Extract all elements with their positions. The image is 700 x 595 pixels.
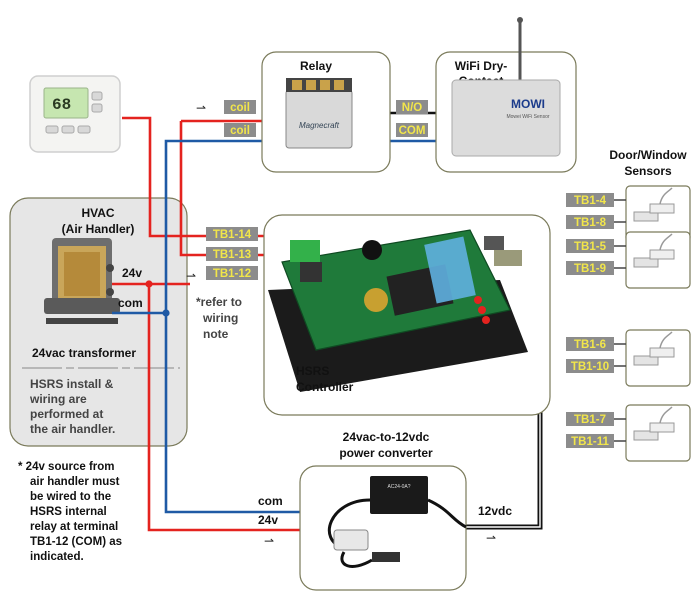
sensor-terminal-tag [566, 239, 614, 253]
footnote-line5: relay at terminal [30, 521, 118, 533]
svg-text:coil: coil [230, 102, 250, 114]
footnote-line7: indicated. [30, 551, 84, 563]
sensor-magnet [633, 430, 659, 441]
sensor-lead [659, 406, 673, 424]
sensor-terminal-label: TB1-8 [574, 217, 607, 229]
sensor-terminal-label: TB1-4 [574, 195, 607, 207]
hvac-note-line2: wiring are [29, 392, 87, 406]
converter-module-label: AC24-0A? [387, 484, 410, 490]
converter-title-line2: power converter [339, 446, 433, 460]
transformer-label: 24vac transformer [32, 346, 136, 360]
refer-note-line1: *refer to [196, 295, 242, 309]
sensor-groups: TB1-4TB1-8TB1-5TB1-9TB1-6TB1-10TB1-7TB1-… [566, 185, 691, 462]
arrow-24v: ⇀ [264, 534, 274, 548]
wifi-device: MOWI Mowei WiFi Sensor [451, 17, 561, 157]
tag-com: COM [396, 123, 428, 137]
sensor-magnet [633, 211, 659, 222]
sensor-lead [659, 233, 673, 251]
wire-label-24v: 24v [122, 266, 142, 280]
relay-device: Magnecraft [285, 78, 353, 149]
footnote-line1: * 24v source from [18, 461, 115, 473]
hvac-note-line1: HSRS install & [30, 377, 114, 391]
wifi-brand-sub: Mowei WiFi Sensor [506, 114, 549, 120]
sensor-magnet [633, 257, 659, 268]
sensor-lead [659, 187, 673, 205]
hvac-note-line4: the air handler. [30, 422, 115, 436]
sensor-switch [649, 249, 675, 260]
converter-com-label: com [258, 494, 283, 508]
sensor-terminal-tag [566, 434, 614, 448]
sensor-terminal-label: TB1-5 [574, 241, 607, 253]
svg-text:COM: COM [399, 125, 426, 137]
sensor-terminal-label: TB1-11 [571, 436, 609, 448]
relay-brand: Magnecraft [299, 121, 340, 130]
controller-title-line2: Controller [296, 380, 354, 394]
thermostat-display: 68 [52, 96, 71, 114]
sensor-terminal-tag [566, 261, 614, 275]
sensor-terminal-label: TB1-9 [574, 263, 606, 275]
tag-coil-bottom: coil [224, 123, 256, 137]
sensor-terminal-tag [566, 337, 614, 351]
refer-note-line3: note [203, 327, 229, 341]
controller-device [268, 229, 528, 392]
sensor-switch [649, 203, 675, 214]
tag-coil-top: coil [224, 100, 256, 114]
hvac-subtitle: (Air Handler) [62, 222, 135, 236]
sensor-terminal-tag [566, 193, 614, 207]
converter-title-line1: 24vac-to-12vdc [343, 430, 430, 444]
footnote-line2: air handler must [30, 476, 120, 488]
wire-label-com: com [118, 296, 143, 310]
arrow-coil: ⇀ [196, 101, 206, 115]
junction-24v [145, 280, 153, 288]
sensor-switch [649, 347, 675, 358]
junction-com [162, 309, 170, 317]
footnote-line4: HSRS internal [30, 506, 107, 518]
svg-text:TB1-14: TB1-14 [213, 229, 252, 241]
hvac-title: HVAC [81, 206, 114, 220]
blue-wire-com [112, 311, 300, 514]
sensor-switch [649, 422, 675, 433]
tag-tb1-14: TB1-14 [206, 227, 258, 241]
sensor-lead [659, 331, 673, 349]
wifi-title-line1: WiFi Dry- [455, 59, 508, 73]
tag-tb1-13: TB1-13 [206, 247, 258, 261]
footnote-line3: be wired to the [30, 491, 111, 503]
sensors-title-line2: Sensors [624, 164, 672, 178]
tag-no: N/O [396, 100, 428, 114]
sensor-terminal-tag [566, 359, 614, 373]
controller-title-line1: HSRS [296, 364, 329, 378]
transformer [44, 238, 120, 324]
converter-device: AC24-0A? [327, 476, 467, 568]
arrow-12vdc: ⇀ [486, 531, 496, 545]
refer-note-line2: wiring [202, 311, 238, 325]
sensor-terminal-tag [566, 412, 614, 426]
sensor-terminal-tag [566, 215, 614, 229]
red-wire-24v [112, 282, 300, 532]
converter-24v-label: 24v [258, 513, 278, 527]
sensor-terminal-label: TB1-6 [574, 339, 606, 351]
hvac-note-line3: performed at [30, 407, 103, 421]
footnote-line6: TB1-12 (COM) as [30, 536, 122, 548]
sensor-terminal-label: TB1-10 [571, 361, 609, 373]
svg-text:TB1-12: TB1-12 [213, 268, 251, 280]
blue-wire-coil [164, 139, 262, 313]
svg-text:TB1-13: TB1-13 [213, 249, 251, 261]
sensor-terminal-label: TB1-7 [574, 414, 606, 426]
svg-text:N/O: N/O [402, 102, 423, 114]
sensor-magnet [633, 355, 659, 366]
arrow-tb1-12: ⇀ [186, 269, 196, 283]
sensors-title-line1: Door/Window [609, 148, 687, 162]
tag-tb1-12: TB1-12 [206, 266, 258, 280]
svg-text:coil: coil [230, 125, 250, 137]
relay-title: Relay [300, 59, 332, 73]
thermostat: 68 [29, 75, 121, 153]
converter-12vdc-label: 12vdc [478, 504, 512, 518]
wifi-brand: MOWI [511, 97, 545, 111]
